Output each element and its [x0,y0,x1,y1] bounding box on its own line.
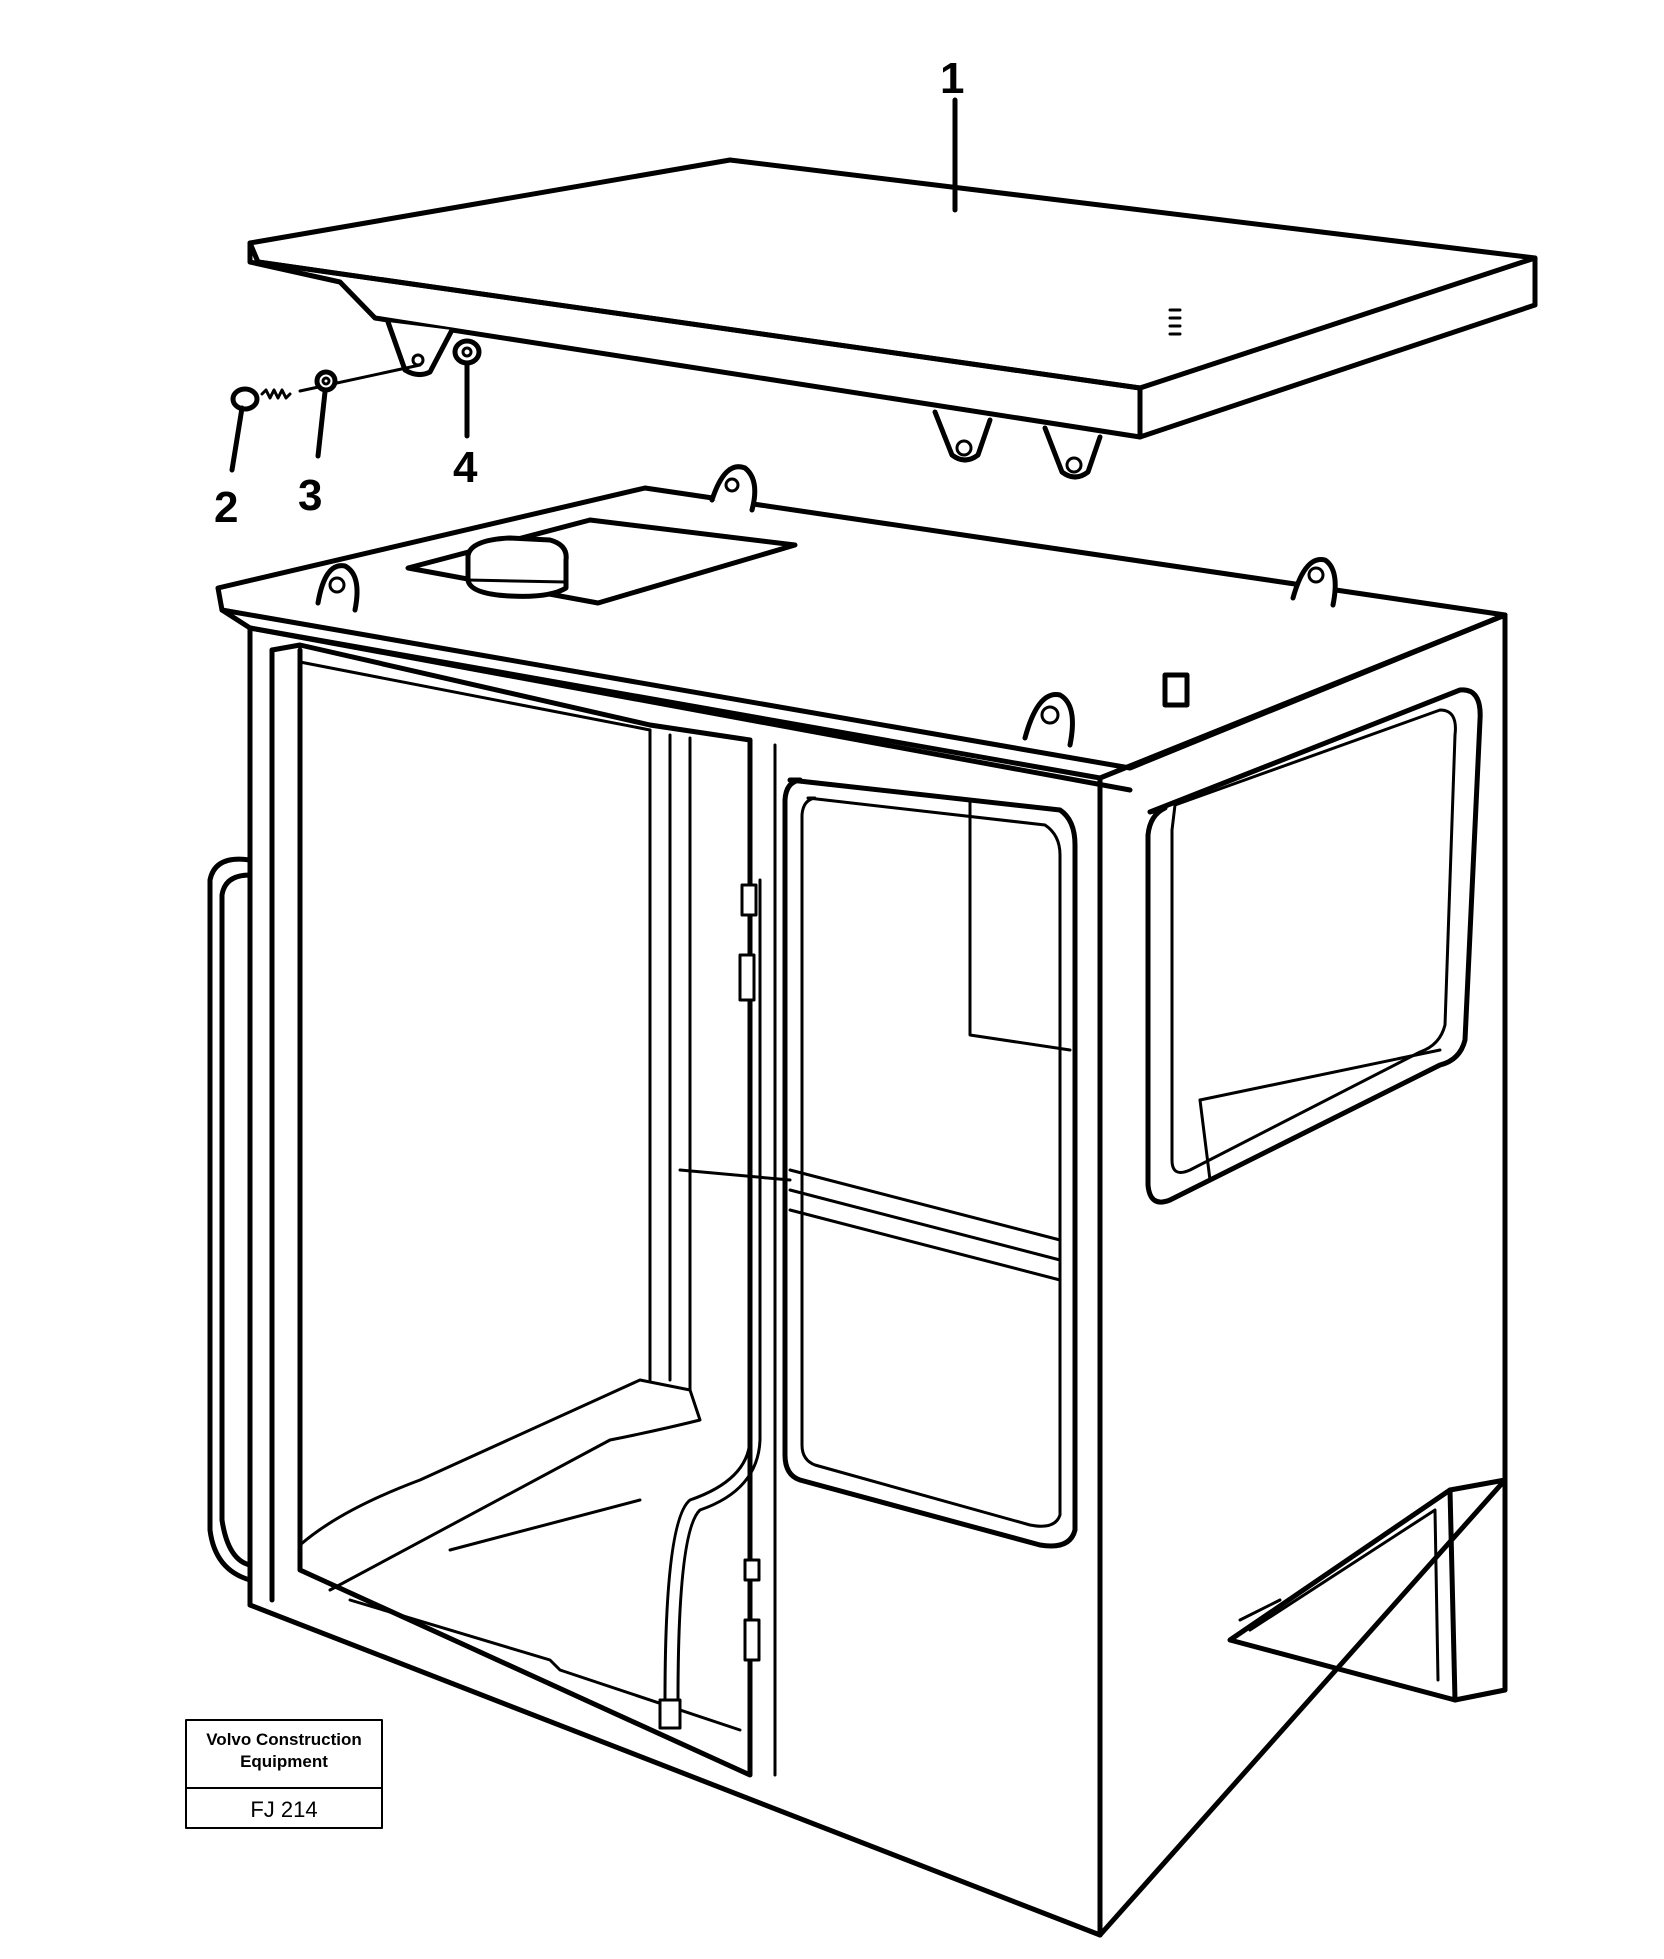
roof-panel [247,157,1538,480]
callout-4: 4 [453,443,478,492]
leader-lines [229,97,958,473]
callout-3: 3 [298,471,322,520]
cab-body [207,464,1508,1938]
stamp-line-1: Volvo Construction [206,1730,362,1749]
stamp-line-2: Equipment [240,1752,328,1771]
callout-2: 2 [214,483,238,532]
fasteners [230,338,482,412]
manufacturer-stamp: Volvo Construction Equipment FJ 214 [185,1719,383,1829]
callout-1: 1 [940,54,964,103]
stamp-code: FJ 214 [250,1797,317,1822]
